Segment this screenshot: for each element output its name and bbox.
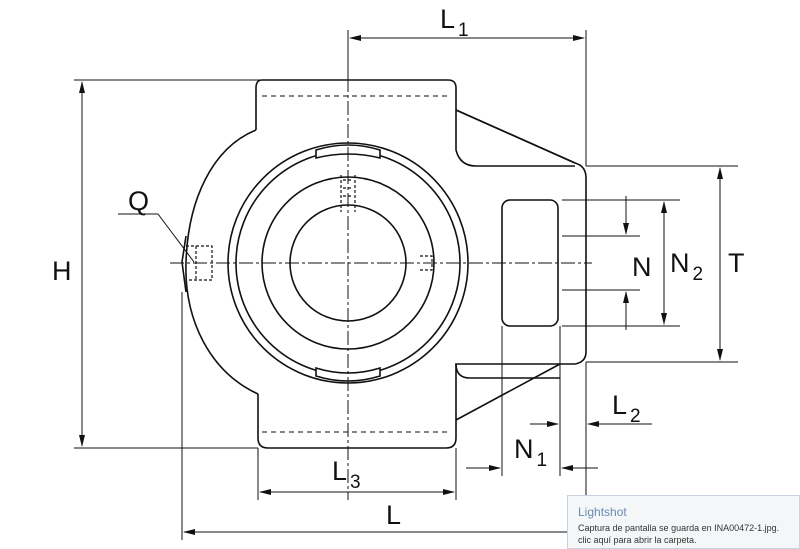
- extension-lines: [74, 30, 738, 540]
- notification-line-2: clic aquí para abrir la carpeta.: [578, 535, 697, 545]
- housing-web: [455, 109, 576, 164]
- notification-title: Lightshot: [578, 505, 627, 519]
- label-Q: Q: [128, 186, 149, 216]
- centerlines: [170, 55, 592, 500]
- notification-line-1: Captura de pantalla se guarda en INA0047…: [578, 523, 780, 533]
- label-H: H: [52, 256, 72, 286]
- lightshot-notification[interactable]: Lightshot Captura de pantalla se guarda …: [567, 495, 800, 549]
- housing-outline: [181, 79, 587, 449]
- label-T: T: [728, 248, 745, 278]
- label-L: L: [386, 500, 401, 530]
- dimension-lines: [79, 35, 723, 535]
- label-N: N: [632, 252, 652, 282]
